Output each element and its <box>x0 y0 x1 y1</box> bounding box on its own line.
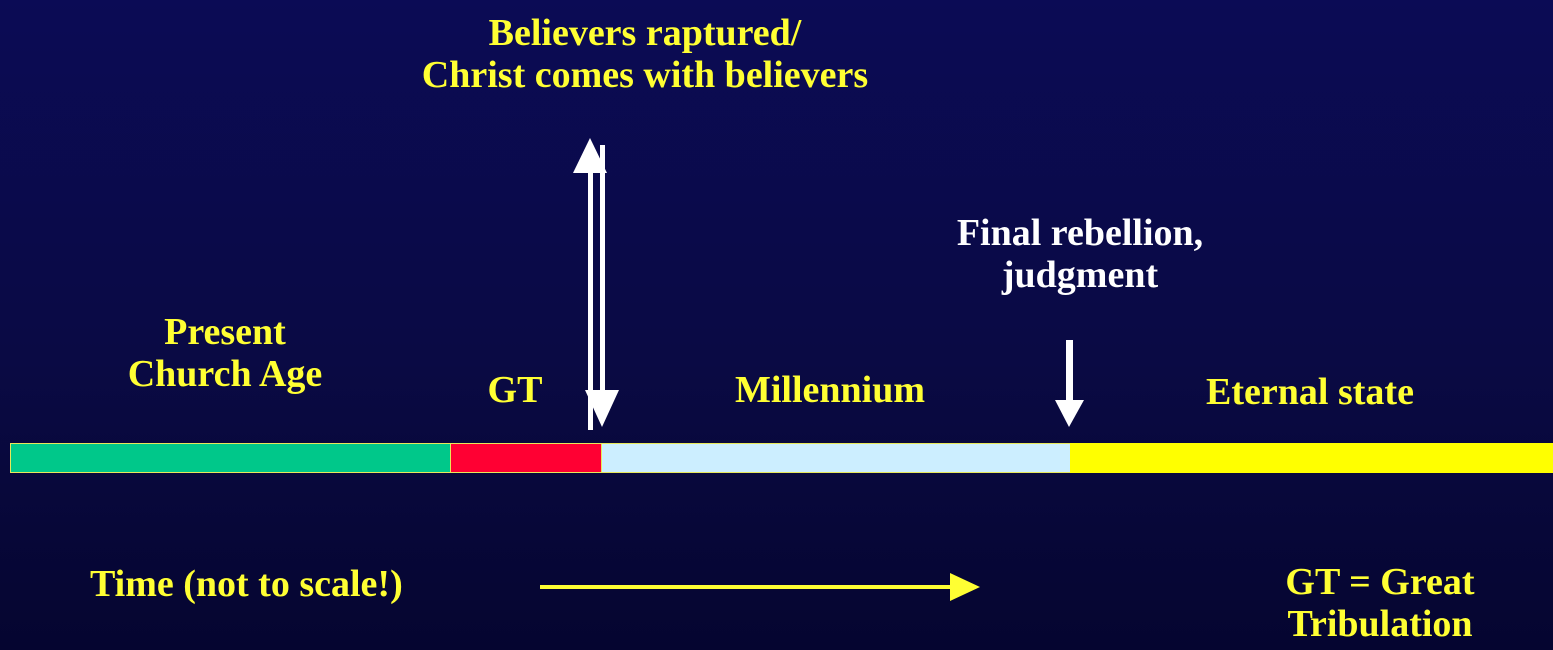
up-arrow-icon <box>573 138 607 430</box>
rapture-label-line2: Christ comes with believers <box>421 54 869 96</box>
millennium-segment <box>601 443 1071 473</box>
millennium-label: Millennium <box>734 369 926 411</box>
church-age-label: Present Church Age <box>55 311 395 395</box>
rapture-label-line1: Believers raptured/ <box>488 12 802 54</box>
rapture-label: Believers raptured/ Christ comes with be… <box>300 12 990 96</box>
final-judgment-label: Final rebellion, judgment <box>880 212 1280 296</box>
church-age-label-line2: Church Age <box>127 353 323 395</box>
final-judgment-label-line1: Final rebellion, <box>956 212 1204 254</box>
down-arrow-icon <box>585 145 619 427</box>
great-tribulation-segment <box>450 443 602 473</box>
great-tribulation-label: GT <box>487 369 543 411</box>
gt-definition-line1: GT = Great <box>1285 561 1475 603</box>
gt-definition-line2: Tribulation <box>1287 603 1473 645</box>
timeline-bar <box>10 443 1553 473</box>
eternal-state-label: Eternal state <box>1206 371 1414 413</box>
right-arrow-icon <box>540 573 980 601</box>
eternal-state-segment <box>1070 443 1553 473</box>
church-age-label-line1: Present <box>164 311 286 353</box>
church-age-segment <box>10 443 451 473</box>
final-judgment-label-line2: judgment <box>1001 254 1159 296</box>
time-axis-label: Time (not to scale!) <box>90 563 403 605</box>
judgment-arrow-icon <box>1055 340 1084 427</box>
gt-definition-label: GT = Great Tribulation <box>1210 561 1550 645</box>
